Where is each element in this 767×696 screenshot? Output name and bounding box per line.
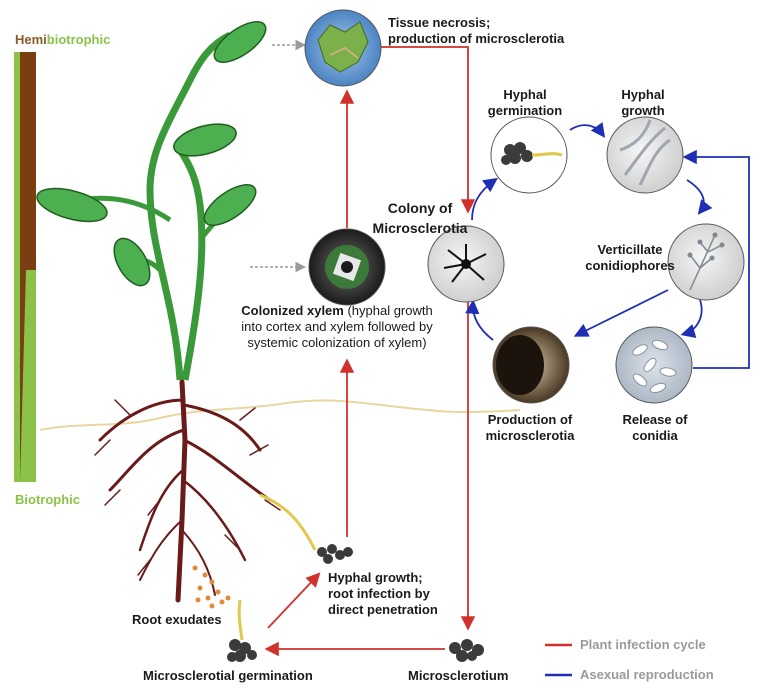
tissue-necrosis-label: Tissue necrosis; production of microscle…	[388, 15, 565, 46]
leaf-4	[203, 184, 257, 226]
hyphae-micrograph-icon	[606, 116, 684, 194]
plant	[36, 21, 267, 381]
colony-micrograph-icon	[427, 225, 505, 303]
microsclerotium-cluster	[449, 639, 484, 662]
leaf-1	[213, 21, 267, 63]
conidia-micrograph-icon	[615, 326, 693, 404]
legend-asexual-reproduction: Asexual reproduction	[580, 667, 714, 682]
leaf-2	[173, 123, 237, 157]
biotrophic-label: Biotrophic	[15, 492, 80, 507]
leaf-photo-icon	[304, 9, 382, 87]
colonized-xylem-desc: (hyphal growth into cortex and xylem fol…	[241, 303, 433, 350]
leaf-3	[36, 187, 108, 223]
germination-icon	[490, 116, 568, 194]
hyphal-germination-label: Hyphal germination	[487, 87, 563, 118]
production-microsclerotia-label: Production of microsclerotia	[485, 412, 575, 443]
microsclerotia-micrograph-icon	[492, 326, 570, 404]
hypha-to-root	[259, 493, 317, 551]
release-conidia-label: Release of conidia	[622, 412, 688, 443]
trophic-axis	[14, 52, 36, 482]
colonized-xylem-label: Colonized xylem (hyphal growth into cort…	[207, 303, 467, 351]
plant-infection-cycle-arrows	[264, 46, 476, 657]
microsclerotial-germination-label: Microsclerotial germination	[143, 668, 313, 683]
hemibiotrophic-label: Hemibiotrophic	[15, 32, 110, 48]
asexual-reproduction-arrows	[465, 122, 750, 369]
microsclerotia-cluster-root	[317, 544, 353, 564]
leaf-5	[113, 237, 151, 287]
hyphal-growth-label: Hyphal growth	[621, 87, 665, 118]
microsclerotium-label: Microsclerotium	[408, 668, 509, 683]
bio-suffix: biotrophic	[46, 32, 111, 47]
colonized-xylem-bold: Colonized xylem	[241, 303, 344, 318]
verticillate-conidiophores-label: Verticillate conidiophores	[585, 242, 675, 273]
xylem-micrograph-icon	[308, 228, 386, 306]
conidiophore-micrograph-icon	[667, 223, 745, 301]
root-exudates-dots	[192, 565, 231, 609]
hemi-prefix: Hemi	[15, 32, 47, 47]
microsclerotia-cluster-germination	[227, 639, 257, 662]
roots	[94, 379, 281, 603]
legend-plant-infection: Plant infection cycle	[580, 637, 706, 652]
hypha-from-ms	[237, 599, 244, 641]
colony-label: Colony of Microsclerotia	[372, 200, 468, 236]
soil-line	[39, 399, 521, 431]
root-exudates-label: Root exudates	[132, 612, 222, 627]
root-infection-label: Hyphal growth; root infection by direct …	[328, 570, 438, 617]
